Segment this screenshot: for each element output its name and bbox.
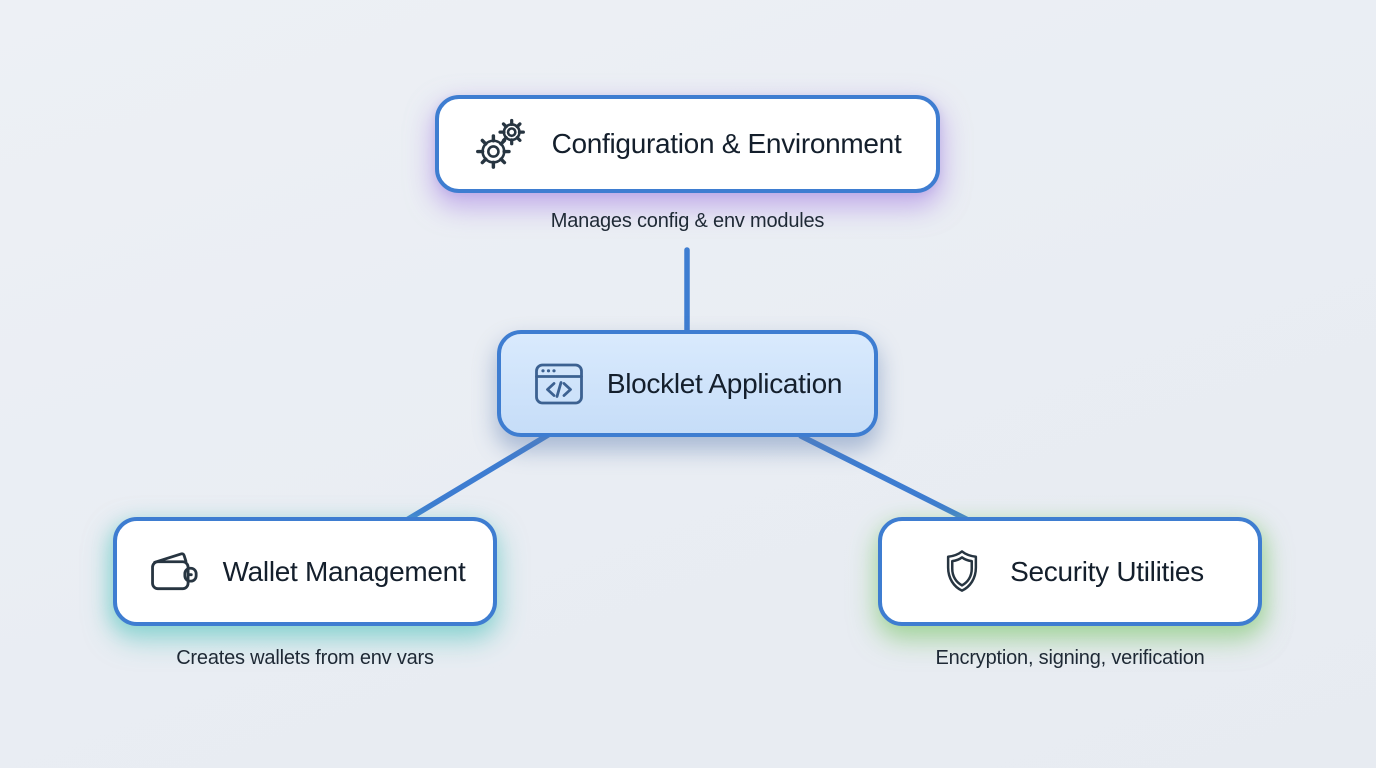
- node-configuration-environment: Configuration & Environment: [435, 95, 940, 193]
- caption-security-utilities: Encryption, signing, verification: [935, 647, 1205, 669]
- node-label: Blocklet Application: [606, 367, 843, 399]
- caption-wallet-management: Creates wallets from env vars: [176, 647, 434, 669]
- wallet-icon: [145, 546, 201, 598]
- edge-app-to-wallet: [402, 432, 551, 524]
- code-window-icon: [533, 360, 585, 408]
- node-security-utilities: Security Utilities: [878, 517, 1262, 626]
- edge-app-to-security: [798, 433, 973, 524]
- node-label: Security Utilities: [1010, 555, 1204, 587]
- node-blocklet-application: Blocklet Application: [497, 330, 878, 437]
- shield-icon: [936, 546, 988, 598]
- caption-configuration-environment: Manages config & env modules: [550, 210, 825, 232]
- node-wallet-management: Wallet Management: [113, 517, 497, 626]
- gears-icon: [474, 116, 530, 172]
- node-label: Wallet Management: [222, 555, 466, 587]
- node-label: Configuration & Environment: [551, 128, 902, 159]
